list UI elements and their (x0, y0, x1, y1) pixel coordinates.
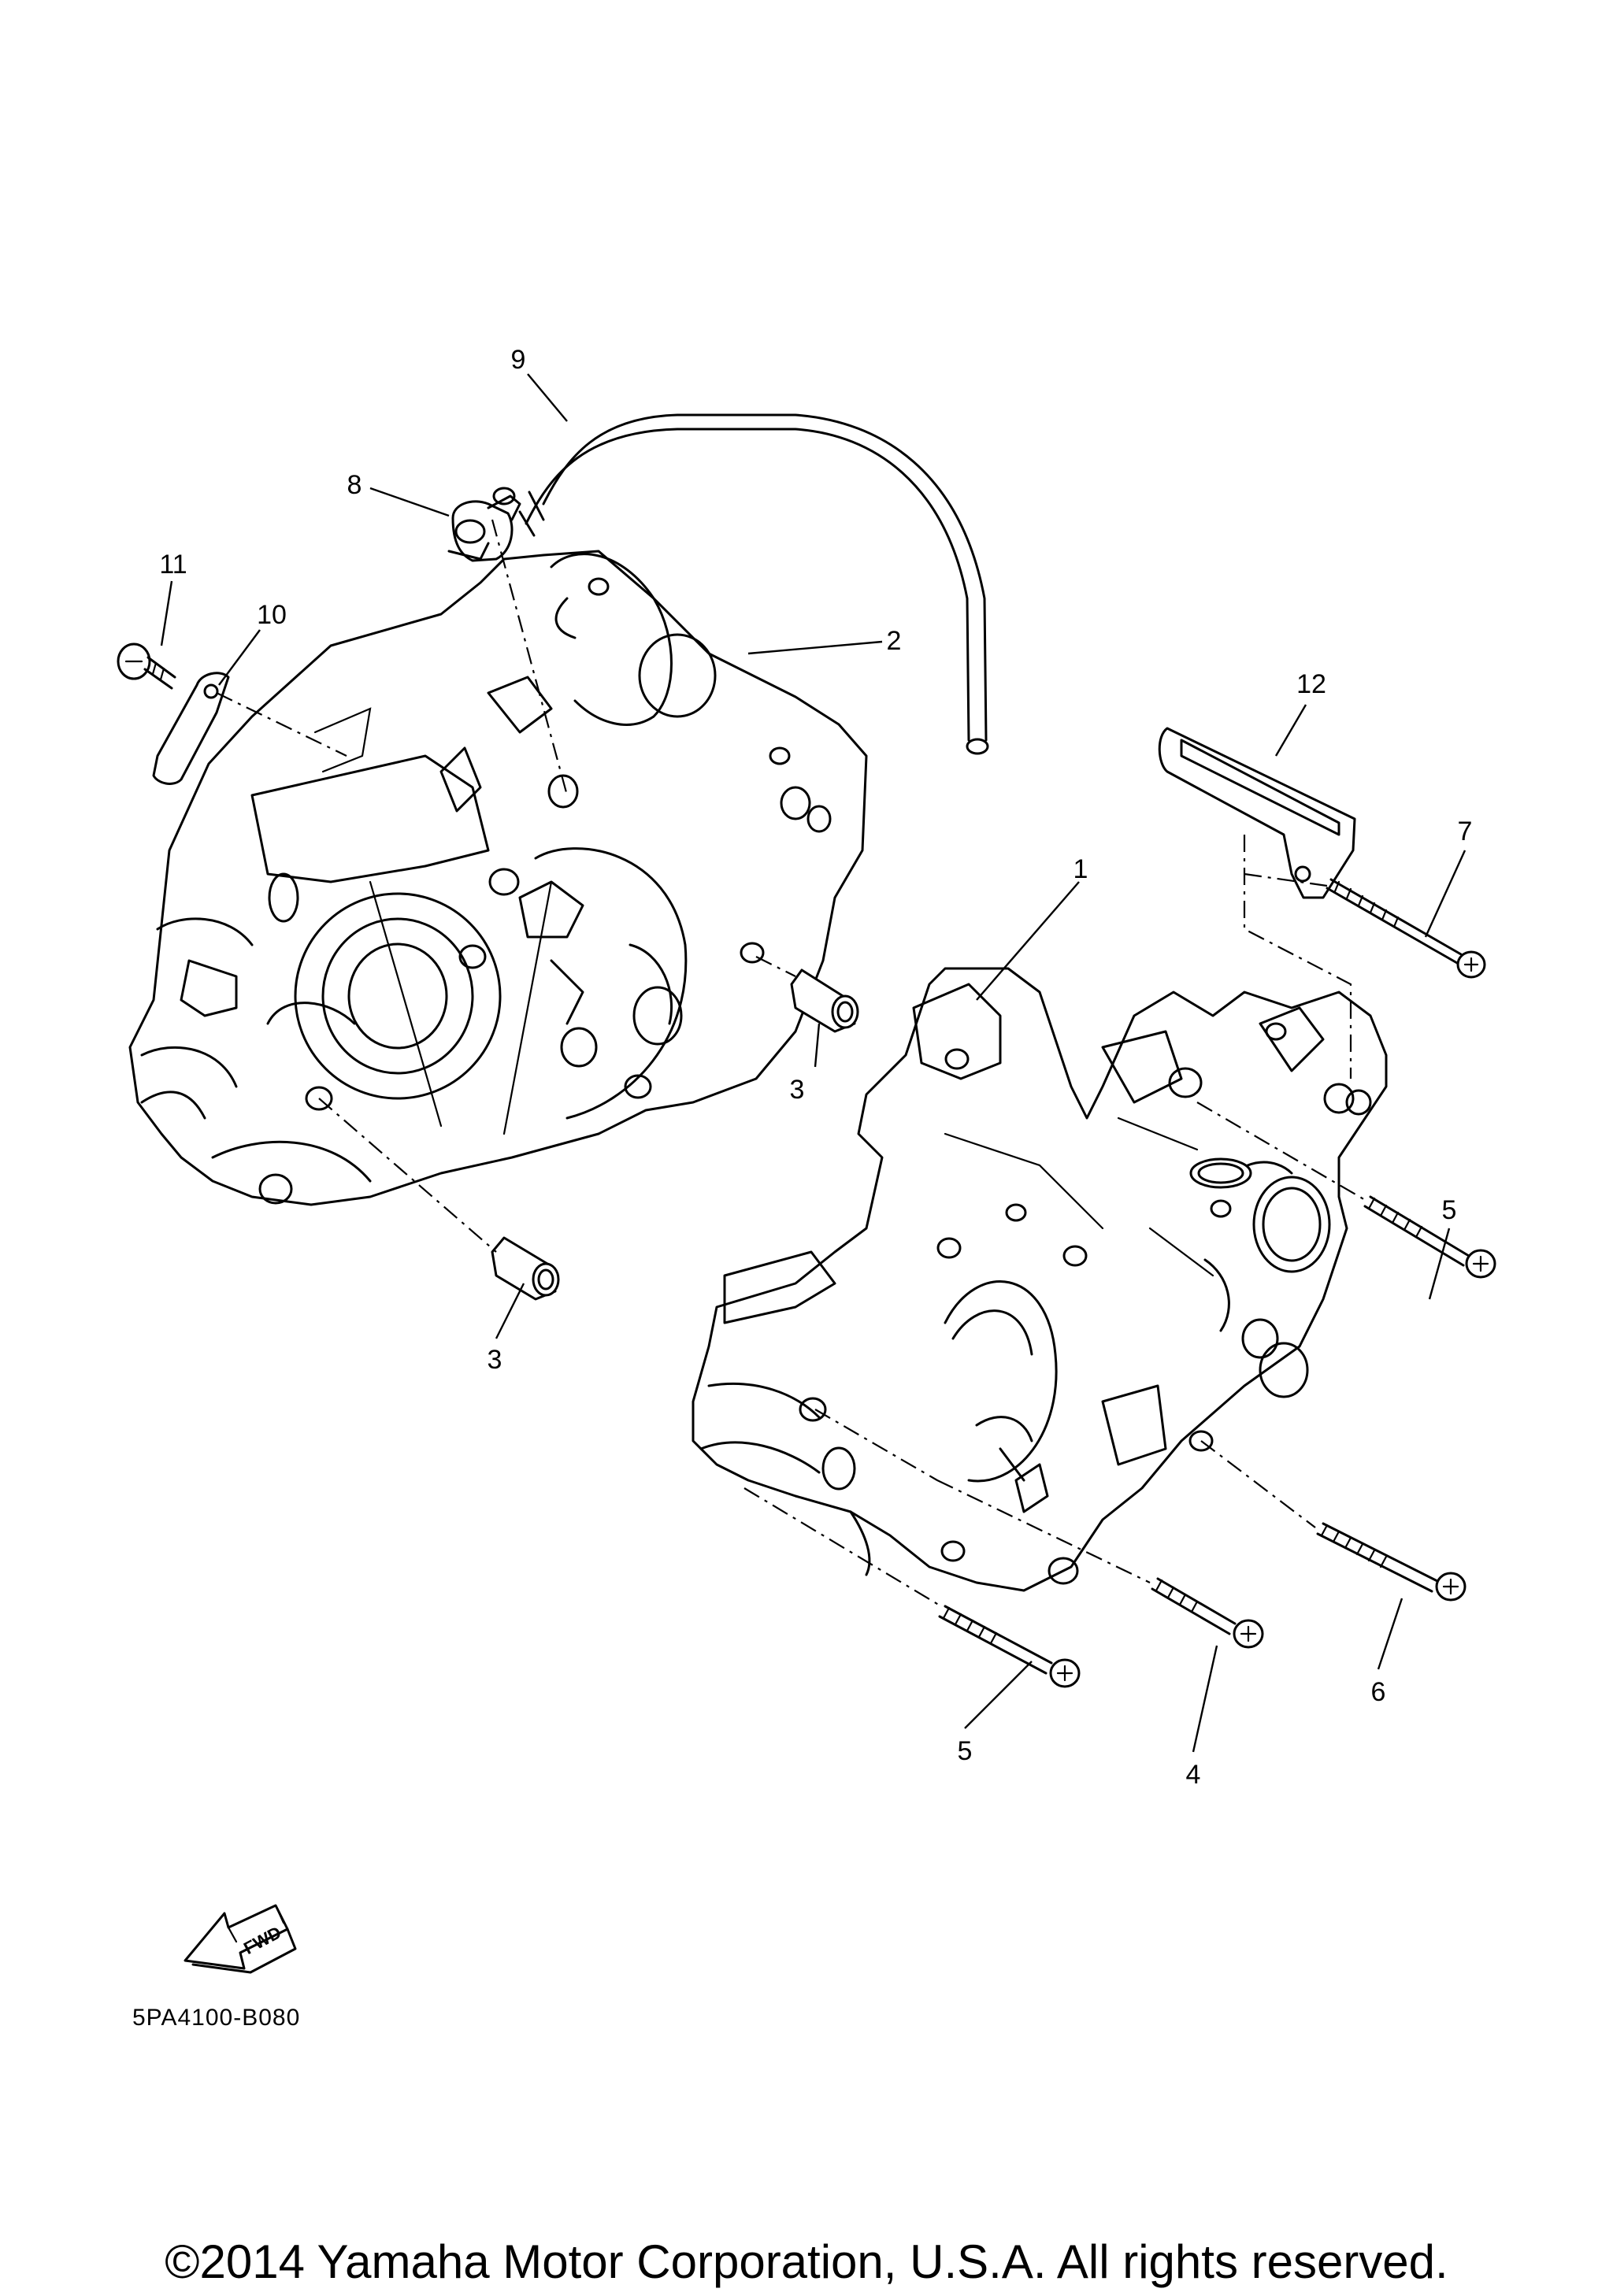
copyright-notice: ©2014 Yamaha Motor Corporation, U.S.A. A… (165, 2235, 1448, 2288)
callout-8: 8 (347, 470, 362, 500)
breather-hose (492, 413, 989, 755)
fwd-arrow-icon: FWD (184, 1904, 297, 1974)
callout-3-upper: 3 (790, 1075, 805, 1105)
callout-1: 1 (1073, 854, 1088, 884)
callout-10: 10 (257, 600, 287, 630)
plate (152, 672, 230, 785)
callout-labels: 1 2 3 3 4 5 5 6 7 8 9 10 11 12 (159, 345, 1472, 1790)
callout-12: 12 (1296, 669, 1326, 699)
callout-5-lower: 5 (958, 1736, 973, 1766)
right-crankcase (692, 967, 1388, 1592)
callout-9: 9 (511, 345, 526, 375)
bolt-5-upper (1363, 1195, 1496, 1279)
diagram-code: 5PA4100-B080 (132, 2005, 301, 2031)
bolt-5-lower (938, 1605, 1081, 1688)
fwd-label: FWD (240, 1922, 284, 1958)
dowel-pin-upper (790, 968, 859, 1033)
bolt-11 (117, 643, 176, 690)
left-crankcase (128, 542, 868, 1206)
alignment-lines (216, 519, 1367, 1607)
dowel-pin-lower (491, 1236, 560, 1301)
callout-7: 7 (1458, 817, 1473, 846)
callout-11: 11 (159, 550, 187, 580)
callout-3-lower: 3 (488, 1345, 502, 1375)
bolt-7 (1326, 878, 1486, 979)
callout-5-upper: 5 (1442, 1195, 1457, 1225)
callout-6: 6 (1371, 1677, 1386, 1707)
callout-4: 4 (1186, 1760, 1201, 1790)
leader-lines (160, 373, 1467, 1753)
hose-joint (451, 494, 521, 562)
callout-2: 2 (887, 626, 902, 656)
bolt-6 (1316, 1522, 1467, 1602)
bracket (1158, 727, 1356, 899)
bolt-4 (1151, 1577, 1264, 1649)
